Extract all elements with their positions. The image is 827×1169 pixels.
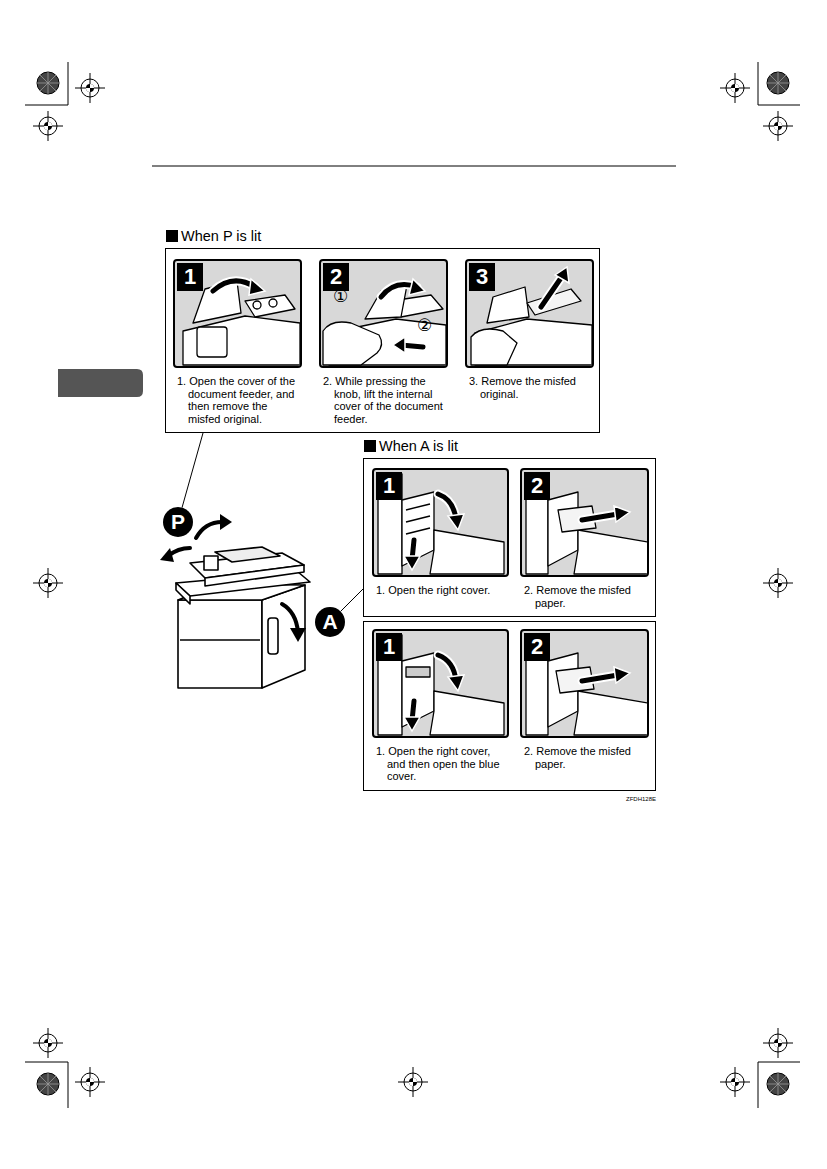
step-caption: 2. While pressing the knob, lift the int… [323, 375, 448, 425]
section-heading: When A is lit [364, 438, 458, 454]
step-panel: 2 2. Remove the misfed paper. [520, 468, 649, 609]
heading-square [364, 440, 376, 452]
callout-letter: P [171, 510, 185, 533]
step-illustration: 1 [372, 468, 509, 577]
section-heading: When P is lit [166, 228, 261, 244]
step-illustration: 2 [319, 259, 448, 368]
step-panel: 3 3. Remove the misfed original. [465, 259, 594, 400]
step-illustration: 3 [465, 259, 594, 368]
step-panel: 2 2. Remove the misfed paper. [520, 629, 649, 770]
step-illustration: 1 [173, 259, 302, 368]
callout-circle: P [163, 507, 193, 537]
step-panel: 1 1. Open the cover of the document feede… [173, 259, 302, 425]
step-number: 1 [177, 263, 203, 291]
figure-code: ZFDH128E [626, 796, 656, 802]
step-illustration: 2 [520, 629, 649, 738]
step-panel: 2 2. While pressing the knob, lift the in… [319, 259, 448, 425]
step-illustration: 1 [372, 629, 509, 738]
step-number: 2 [524, 472, 550, 500]
step-panel: 1 1. Open the right cover. [372, 468, 509, 597]
step-caption: 2. Remove the misfed paper. [524, 584, 649, 609]
leader-line [182, 433, 203, 508]
callout-circle: A [315, 607, 345, 637]
step-number: 2 [524, 633, 550, 661]
callout-number: ① [333, 286, 348, 307]
step-caption: 1. Open the cover of the document feeder… [177, 375, 302, 425]
step-illustration: 2 [520, 468, 649, 577]
step-number: 3 [469, 263, 495, 291]
step-caption: 1. Open the right cover. [376, 584, 509, 597]
step-panel: 1 1. Open the right cover, and then open … [372, 629, 509, 783]
step-caption: 2. Remove the misfed paper. [524, 745, 649, 770]
section-box: When P is lit11. Open the cover of the d… [165, 248, 600, 433]
step-number: 2 [323, 263, 349, 291]
step-caption: 3. Remove the misfed original. [469, 375, 594, 400]
heading-text: When P is lit [181, 228, 261, 244]
step-number: 1 [376, 633, 402, 661]
section-box: 1 1. Open the right cover, and then open … [363, 621, 656, 791]
heading-square [166, 230, 178, 242]
step-number: 1 [376, 472, 402, 500]
section-box: When A is lit11. Open the right cover.22… [363, 458, 656, 617]
leader-line [341, 589, 363, 611]
step-caption: 1. Open the right cover, and then open t… [376, 745, 509, 783]
callout-number: ② [417, 315, 432, 336]
callout-letter: A [322, 610, 337, 633]
heading-text: When A is lit [379, 438, 458, 454]
